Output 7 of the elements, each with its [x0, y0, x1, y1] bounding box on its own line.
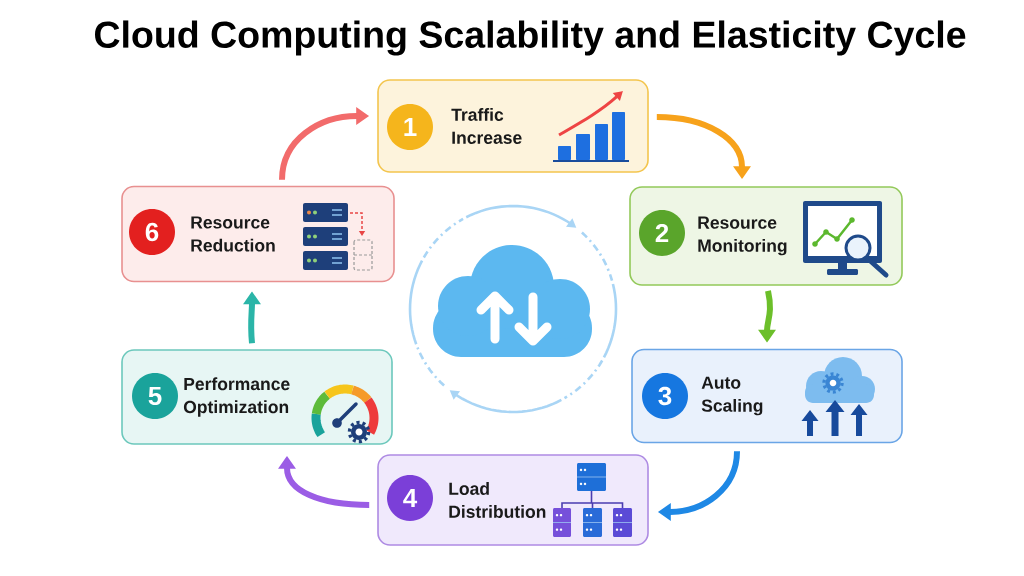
- number-badge: 4: [387, 475, 433, 521]
- number-badge: 3: [642, 373, 688, 419]
- number-badge: 5: [132, 373, 178, 419]
- number-badge: 1: [387, 104, 433, 150]
- title: Cloud Computing Scalability and Elasticity Cycle: [95, 20, 966, 56]
- number-badge: 2: [639, 210, 685, 256]
- number-badge: 6: [129, 209, 175, 255]
